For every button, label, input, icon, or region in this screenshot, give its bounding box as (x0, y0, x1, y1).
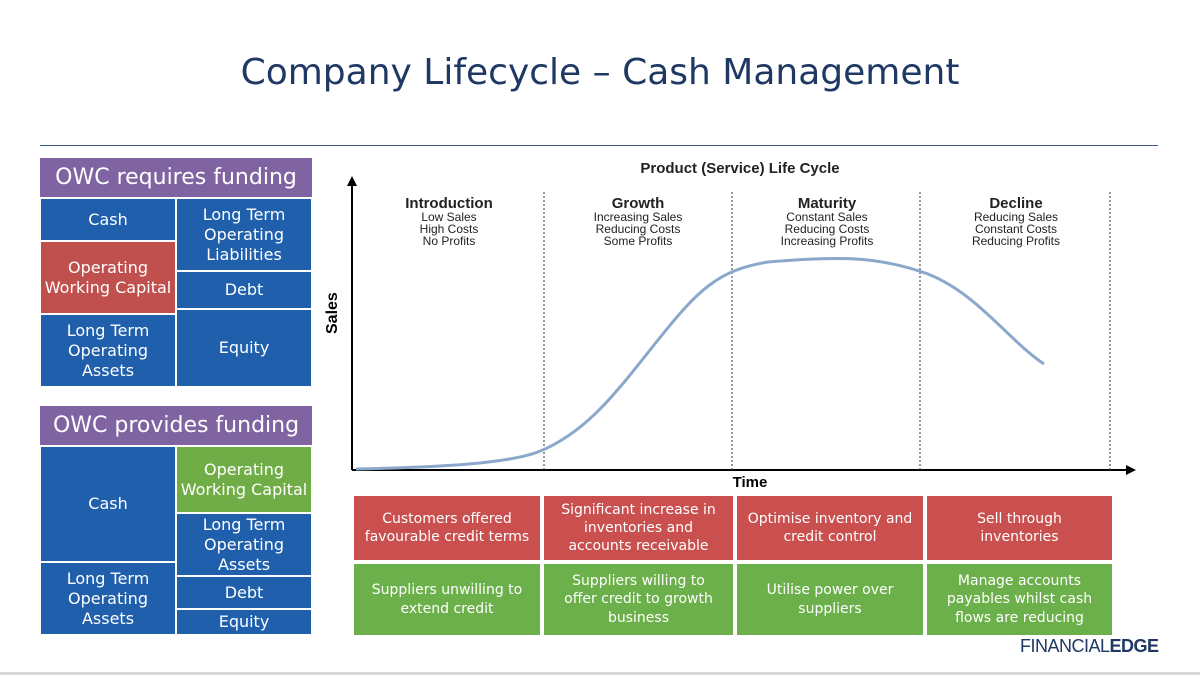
receivables-maturity: Optimise inventory and credit control (737, 496, 923, 560)
provides-equity: Equity (176, 609, 312, 635)
payables-growth: Suppliers willing to offer credit to gro… (544, 564, 733, 635)
phase-line: Some Profits (603, 234, 673, 248)
logo-part1: FINANCIAL (1020, 636, 1110, 656)
logo-part2: EDGE (1109, 636, 1160, 656)
provides-lt-assets: Long Term Operating Assets (40, 562, 176, 635)
y-axis-arrow (347, 176, 357, 186)
page-title: Company Lifecycle – Cash Management (240, 52, 960, 93)
phase-name: Introduction (405, 195, 493, 212)
phase-line: Reducing Costs (595, 222, 681, 236)
receivables-introduction: Customers offered favourable credit term… (354, 496, 540, 560)
phase-line: Reducing Profits (971, 234, 1061, 248)
title-divider (40, 145, 1158, 146)
sales-curve (355, 256, 1045, 471)
requires-equity: Equity (176, 309, 312, 387)
phase-line: Constant Costs (974, 222, 1058, 236)
lifecycle-chart (347, 176, 1136, 475)
phase-introduction: Introduction Low Sales High Costs No Pro… (364, 195, 534, 248)
phase-line: Increasing Sales (593, 210, 683, 224)
provides-lt-operating-assets: Long Term Operating Assets (176, 513, 312, 576)
chart-title: Product (Service) Life Cycle (640, 160, 840, 177)
payables-introduction: Suppliers unwilling to extend credit (354, 564, 540, 635)
y-axis-label: Sales (324, 292, 341, 334)
receivables-decline: Sell through inventories (927, 496, 1112, 560)
provides-owc: Operating Working Capital (176, 446, 312, 513)
x-axis-label: Time (732, 474, 768, 491)
requires-lt-liabilities: Long Term Operating Liabilities (176, 198, 312, 271)
requires-cash: Cash (40, 198, 176, 241)
receivables-growth: Significant increase in inventories and … (544, 496, 733, 560)
phase-line: Reducing Sales (973, 210, 1059, 224)
phase-name: Maturity (797, 195, 857, 212)
requires-owc: Operating Working Capital (40, 241, 176, 314)
phase-maturity: Maturity Constant Sales Reducing Costs I… (740, 195, 914, 248)
requires-lt-assets: Long Term Operating Assets (40, 314, 176, 387)
provides-cash: Cash (40, 446, 176, 562)
phase-line: No Profits (422, 234, 476, 248)
payables-decline: Manage accounts payables whilst cash flo… (927, 564, 1112, 635)
phase-decline: Decline Reducing Sales Constant Costs Re… (930, 195, 1102, 248)
phase-name: Growth (611, 195, 665, 212)
phase-growth: Growth Increasing Sales Reducing Costs S… (552, 195, 724, 248)
phase-line: Increasing Profits (780, 234, 874, 248)
owc-requires-header: OWC requires funding (40, 158, 312, 197)
financialedge-logo: FINANCIALEDGE (1020, 636, 1170, 657)
phase-line: Low Sales (421, 210, 477, 224)
payables-maturity: Utilise power over suppliers (737, 564, 923, 635)
x-axis-arrow (1126, 465, 1136, 475)
phase-line: High Costs (419, 222, 479, 236)
requires-debt: Debt (176, 271, 312, 309)
phase-name: Decline (989, 195, 1043, 212)
bottom-divider (0, 672, 1200, 675)
phase-line: Constant Sales (786, 210, 868, 224)
phase-line: Reducing Costs (784, 222, 870, 236)
provides-debt: Debt (176, 576, 312, 609)
owc-provides-header: OWC provides funding (40, 406, 312, 445)
